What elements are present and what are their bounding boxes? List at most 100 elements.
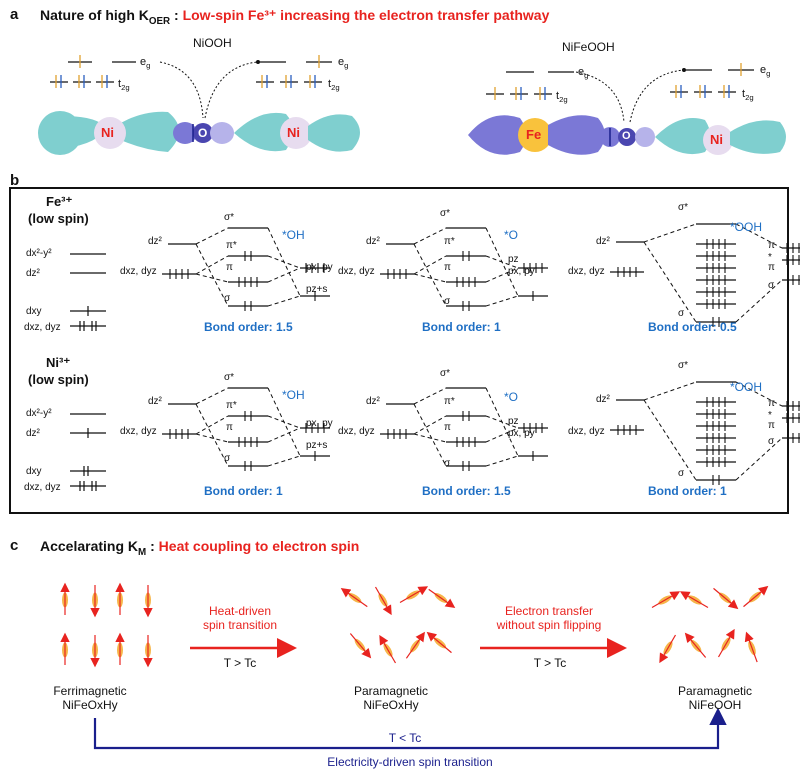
mo2-sigma-star: σ*: [440, 208, 451, 219]
mo4-pi: π: [226, 422, 233, 433]
mo2-pxpy: px, py: [508, 266, 535, 277]
spin-para2-5: [684, 632, 707, 658]
panel-a-title-red: Low-spin Fe³⁺ increasing the electron tr…: [182, 7, 550, 23]
mo2-dxzdyz: dxz, dyz: [338, 266, 375, 277]
spin-para1-1: [374, 586, 392, 616]
o-lobe-right: [210, 122, 234, 144]
mo3-species: *OOH: [730, 220, 763, 234]
fe-dxzdyz: dxz, dyz: [24, 322, 61, 333]
panel-c-title: Accelarating KM : Heat coupling to elect…: [40, 538, 360, 558]
eg-label-3: eg: [578, 66, 589, 81]
arrow2-cond: T > Tc: [533, 656, 567, 670]
mo2-pz: pz: [508, 254, 519, 265]
spin-para1-4: [349, 633, 372, 659]
fe-lobe-right: [548, 115, 605, 155]
mo5-pxpy: px, py: [508, 428, 535, 439]
mo3-corr-1: [643, 223, 697, 243]
mo4-species: *OH: [282, 388, 305, 402]
mo1-corr-6: [267, 295, 301, 307]
o-atom-label-1: O: [198, 126, 208, 140]
ni-atom-label-1: Ni: [101, 125, 114, 140]
mo5-corr-4: [413, 433, 447, 443]
panel-c-letter: c: [10, 537, 19, 554]
ni-circle-right: [280, 117, 312, 149]
mo3-dz2: dz²: [596, 236, 610, 247]
eg-label-2: eg: [338, 56, 349, 71]
arrow1-label: Heat-driven spin transition: [185, 604, 295, 632]
fe-dx2y2: dx²-y²: [26, 248, 52, 259]
mo5-pi: π: [444, 422, 451, 433]
mo1-pzs: pz+s: [306, 284, 328, 295]
state1-line2: NiFeOxHy: [62, 698, 118, 712]
state3-line1: Paramagnetic: [677, 684, 753, 698]
mo3-sigma: σ: [678, 308, 685, 319]
mo4-dxzdyz: dxz, dyz: [120, 426, 157, 437]
mo3-pi2: π: [768, 262, 775, 273]
fe-dxy: dxy: [26, 306, 42, 317]
state3-label: Paramagnetic NiFeOOH: [660, 684, 770, 712]
fe-low-spin: (low spin): [28, 211, 89, 226]
nifeooh-transfer-curve: [575, 71, 625, 123]
niooh-transfer-curve-2: [204, 61, 259, 119]
mo2-bond-order: Bond order: 1: [422, 320, 501, 334]
mo6-star: *: [768, 410, 772, 421]
ni-lobe-far-right: [308, 114, 360, 152]
mo6-bond-order: Bond order: 1: [648, 484, 727, 498]
panel-a-title-prefix: Nature of high K: [40, 7, 149, 23]
ni-lobe-fe-far: [730, 120, 786, 154]
arrow2-line2: without spin flipping: [496, 618, 602, 632]
panel-c-title-prefix: Accelarating K: [40, 538, 139, 554]
niooh-transfer-curve: [159, 61, 204, 119]
t2g-label-4: t2g: [742, 88, 754, 103]
mo1-dz2: dz²: [148, 236, 162, 247]
mo2-corr-3: [413, 255, 447, 275]
mo5-corr-1: [413, 387, 447, 405]
mo2-pi-star: π*: [444, 236, 455, 247]
mo2-pi: π: [444, 262, 451, 273]
t2g-label-2: t2g: [328, 78, 340, 93]
mo3-sigma2: σ: [768, 280, 775, 291]
mo5-species: *O: [504, 390, 519, 404]
mo5-dz2: dz²: [366, 396, 380, 407]
ni-lobe-right-body: [112, 111, 179, 152]
mo5-corr-3: [413, 415, 447, 435]
ni-dxy: dxy: [26, 466, 42, 477]
mo6-sigma-star: σ*: [678, 360, 689, 371]
mo2-corr-1: [413, 227, 447, 245]
mo5-sigma: σ: [444, 458, 451, 469]
mo2-species: *O: [504, 228, 519, 242]
niooh-spins: [55, 55, 320, 88]
state2-label: Paramagnetic NiFeOxHy: [336, 684, 446, 712]
mo1-sigma-star: σ*: [224, 212, 235, 223]
mo6-corr-2: [643, 399, 697, 481]
mo4-corr-1: [195, 387, 229, 405]
fe-lobe-left: [468, 115, 526, 155]
o-lobe-right-fe: [635, 127, 655, 147]
nifeooh-transfer-curve-2: [629, 69, 685, 123]
fe-header: Fe³⁺: [46, 194, 73, 209]
o-circle-left: [193, 123, 213, 143]
mo4-corr-3: [195, 415, 229, 435]
ni-dz2: dz²: [26, 428, 40, 439]
mo2-sigma: σ: [444, 296, 451, 307]
mo5-pi-star: π*: [444, 396, 455, 407]
arrow1-cond: T > Tc: [223, 656, 257, 670]
panel-a-letter: a: [10, 6, 19, 23]
mo5-sigma-star: σ*: [440, 368, 451, 379]
mo1-sigma: σ: [224, 293, 231, 304]
t2g-label-1: t2g: [118, 78, 130, 93]
ni-circle-left: [94, 117, 126, 149]
mo5-pz: pz: [508, 416, 519, 427]
mo1-corr-4: [195, 273, 229, 283]
mo3-corr-4: [735, 279, 783, 323]
mo4-dz2: dz²: [148, 396, 162, 407]
o-lobe-left: [173, 122, 197, 144]
mo3-corr-2: [643, 241, 697, 323]
mo1-species: *OH: [282, 228, 305, 242]
mo4-bond-order: Bond order: 1: [204, 484, 283, 498]
spin-para1-0: [340, 588, 368, 608]
nifeooh-lobes: [468, 115, 786, 155]
t2g-label-3: t2g: [556, 90, 568, 105]
mo5-corr-8: [485, 427, 519, 443]
